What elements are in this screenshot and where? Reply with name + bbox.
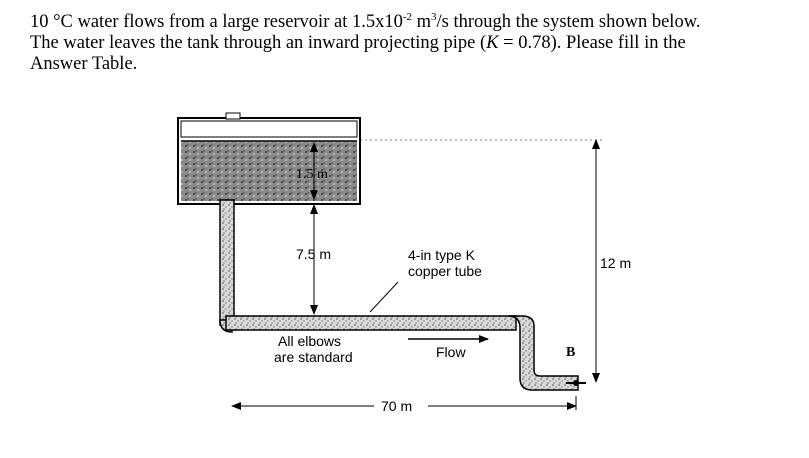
point-b-label: B bbox=[566, 345, 575, 360]
elbows-label-1: All elbows bbox=[278, 333, 341, 349]
horizontal-pipe bbox=[225, 315, 517, 331]
pipe-spec-label-1: 4-in type K bbox=[408, 247, 476, 263]
pipe-label-leader bbox=[369, 281, 399, 313]
problem-line-1-text: 10 °C water flows from a large reservoir… bbox=[30, 12, 403, 32]
flow-label: Flow bbox=[436, 344, 466, 360]
loss-coefficient-symbol: K bbox=[486, 33, 499, 53]
tank-depth-label: 1.5 m bbox=[296, 167, 328, 182]
flow-rate-unit: m bbox=[412, 12, 432, 32]
problem-line-2-text: The water leaves the tank through an inw… bbox=[30, 33, 487, 53]
problem-line-3: Answer Table. bbox=[30, 54, 138, 74]
descending-pipe bbox=[507, 315, 579, 391]
vent-cap bbox=[225, 112, 241, 120]
elbows-label-2: are standard bbox=[274, 349, 353, 365]
drop-height-label: 7.5 m bbox=[296, 246, 331, 262]
reservoir-water bbox=[181, 141, 357, 201]
point-b-marker bbox=[573, 380, 579, 386]
problem-line-1: 10 °C water flows from a large reservoir… bbox=[30, 10, 790, 33]
problem-line-2-end: = 0.78). Please fill in the bbox=[498, 33, 686, 53]
flow-rate-exponent: -2 bbox=[402, 10, 413, 23]
problem-statement: 10 °C water flows from a large reservoir… bbox=[30, 10, 790, 75]
height-label: 12 m bbox=[600, 255, 631, 271]
problem-line-2: The water leaves the tank through an inw… bbox=[30, 33, 790, 54]
vertical-pipe bbox=[219, 199, 235, 326]
pipe-spec-label-2: copper tube bbox=[408, 263, 482, 279]
problem-line-1-end: /s through the system shown below. bbox=[436, 12, 701, 32]
length-label: 70 m bbox=[381, 398, 412, 414]
unit-exponent: 3 bbox=[431, 10, 437, 23]
reservoir-tank bbox=[177, 112, 361, 205]
